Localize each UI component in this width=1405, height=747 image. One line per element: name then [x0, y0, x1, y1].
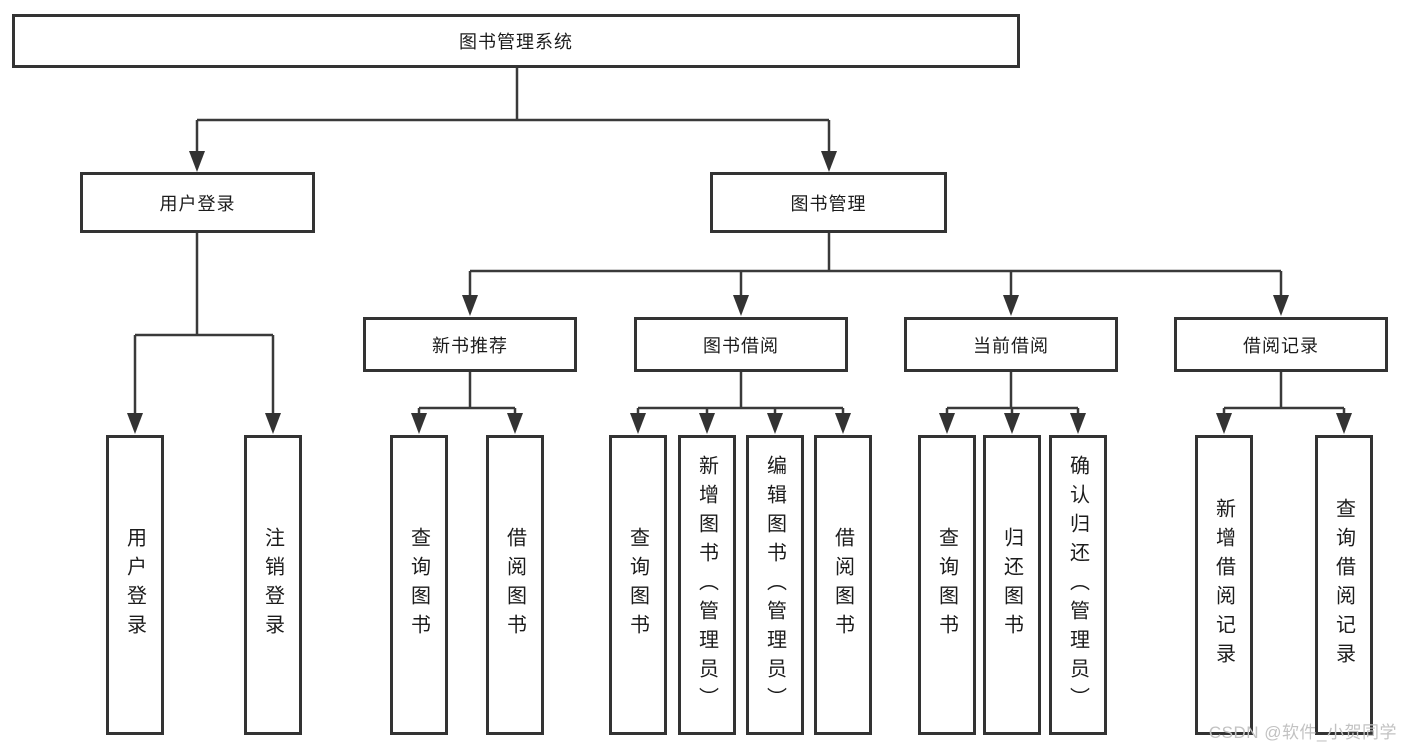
leaf-label: 查询借阅记录	[1332, 498, 1355, 672]
leaf-query-books-recommend: 查询图书	[390, 435, 448, 735]
connector-login-to-leaves	[127, 233, 281, 434]
leaf-add-books-admin: 新增图书（管理员）	[678, 435, 736, 735]
connector-bookmgmt-to-level3	[462, 233, 1289, 316]
leaf-user-login: 用户登录	[106, 435, 164, 735]
node-new-book-recommend: 新书推荐	[363, 317, 577, 372]
node-label: 当前借阅	[973, 335, 1049, 356]
node-library-management-system: 图书管理系统	[12, 14, 1020, 68]
leaf-label: 借阅图书	[503, 527, 526, 643]
connector-bookborrow-to-leaves	[630, 372, 851, 434]
connector-root-to-level2	[189, 68, 837, 172]
leaf-label: 编辑图书（管理员）	[763, 454, 786, 716]
connector-currentborrow-to-leaves	[939, 372, 1086, 434]
leaf-label: 借阅图书	[831, 527, 854, 643]
leaf-return-books: 归还图书	[983, 435, 1041, 735]
leaf-label: 确认归还（管理员）	[1066, 454, 1089, 716]
leaf-label: 新增借阅记录	[1212, 498, 1235, 672]
node-label: 图书管理系统	[459, 32, 573, 52]
leaf-borrow-books: 借阅图书	[814, 435, 872, 735]
leaf-label: 新增图书（管理员）	[695, 454, 718, 716]
leaf-label: 用户登录	[123, 527, 146, 643]
node-label: 借阅记录	[1243, 335, 1319, 356]
node-label: 图书管理	[790, 193, 867, 214]
node-book-borrow: 图书借阅	[634, 317, 848, 372]
node-borrow-records: 借阅记录	[1174, 317, 1388, 372]
leaf-confirm-return-admin: 确认归还（管理员）	[1049, 435, 1107, 735]
leaf-label: 注销登录	[261, 527, 284, 643]
node-book-management: 图书管理	[710, 172, 947, 233]
node-user-login: 用户登录	[80, 172, 315, 233]
leaf-query-borrow-record: 查询借阅记录	[1315, 435, 1373, 735]
csdn-watermark: CSDN @软件_小贺同学	[1208, 723, 1397, 742]
leaf-add-borrow-record: 新增借阅记录	[1195, 435, 1253, 735]
leaf-query-books-current: 查询图书	[918, 435, 976, 735]
leaf-logout: 注销登录	[244, 435, 302, 735]
leaf-borrow-books-recommend: 借阅图书	[486, 435, 544, 735]
leaf-edit-books-admin: 编辑图书（管理员）	[746, 435, 804, 735]
node-label: 图书借阅	[703, 335, 779, 356]
node-label: 用户登录	[159, 193, 236, 214]
leaf-label: 查询图书	[407, 527, 430, 643]
node-label: 新书推荐	[432, 335, 508, 356]
connector-borrowrecords-to-leaves	[1216, 372, 1352, 434]
leaf-label: 归还图书	[1000, 527, 1023, 643]
node-current-borrow: 当前借阅	[904, 317, 1118, 372]
leaf-query-books-borrow: 查询图书	[609, 435, 667, 735]
leaf-label: 查询图书	[626, 527, 649, 643]
connector-newbooks-to-leaves	[411, 372, 523, 434]
leaf-label: 查询图书	[935, 527, 958, 643]
